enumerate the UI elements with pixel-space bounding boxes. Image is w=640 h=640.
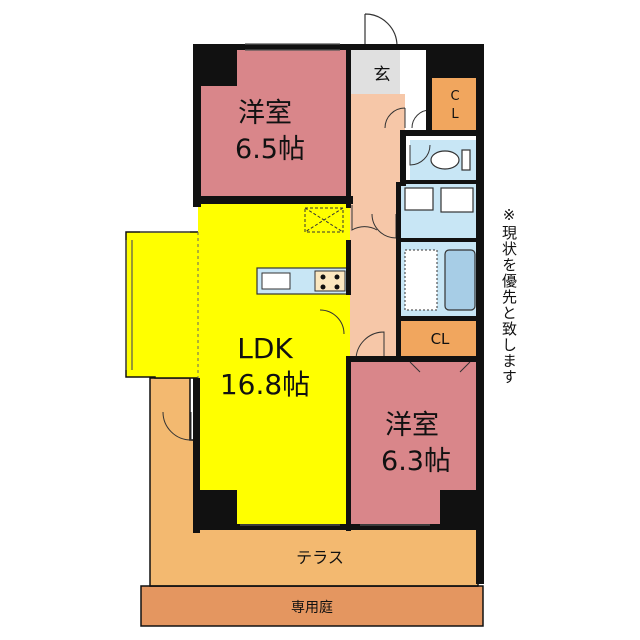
hall-door-upper xyxy=(384,107,406,129)
terrace-door xyxy=(162,411,192,441)
toilet-door xyxy=(409,144,431,166)
closet-upper-label-1: C xyxy=(450,89,459,104)
ldk-area xyxy=(198,203,350,528)
bathtub xyxy=(444,249,476,311)
range-hood xyxy=(304,207,344,233)
terrace-label: テラス xyxy=(296,548,344,567)
closet-upper-label-2: L xyxy=(451,107,459,122)
south-bedroom-door xyxy=(355,331,385,361)
ldk-door xyxy=(319,309,345,335)
west-bedroom-name: 洋室 xyxy=(238,98,292,129)
toilet-bowl xyxy=(430,150,460,170)
bedroom-door xyxy=(351,205,378,231)
windows xyxy=(125,43,430,526)
ldk-bay xyxy=(125,231,201,379)
entrance-area xyxy=(350,48,400,94)
garden-area xyxy=(140,585,484,627)
wash-door xyxy=(371,213,397,239)
washbasin xyxy=(404,187,434,211)
ldk-size: 16.8帖 xyxy=(220,368,310,401)
closet-lower-door xyxy=(409,361,471,373)
south-bedroom-size: 6.3帖 xyxy=(381,446,451,477)
west-bedroom-size: 6.5帖 xyxy=(235,134,305,165)
ldk-name: LDK xyxy=(237,332,293,365)
entrance-label: 玄 xyxy=(374,65,391,85)
closet-upper-area xyxy=(430,78,480,130)
garden-label: 専用庭 xyxy=(291,599,333,616)
entrance-door xyxy=(364,13,398,47)
south-bedroom-name: 洋室 xyxy=(385,410,439,441)
walls xyxy=(193,44,484,584)
closet-lower-area xyxy=(400,320,480,356)
closet-lower-label: CL xyxy=(431,330,450,348)
notice-text: ※現状を優先と致します xyxy=(500,206,518,385)
